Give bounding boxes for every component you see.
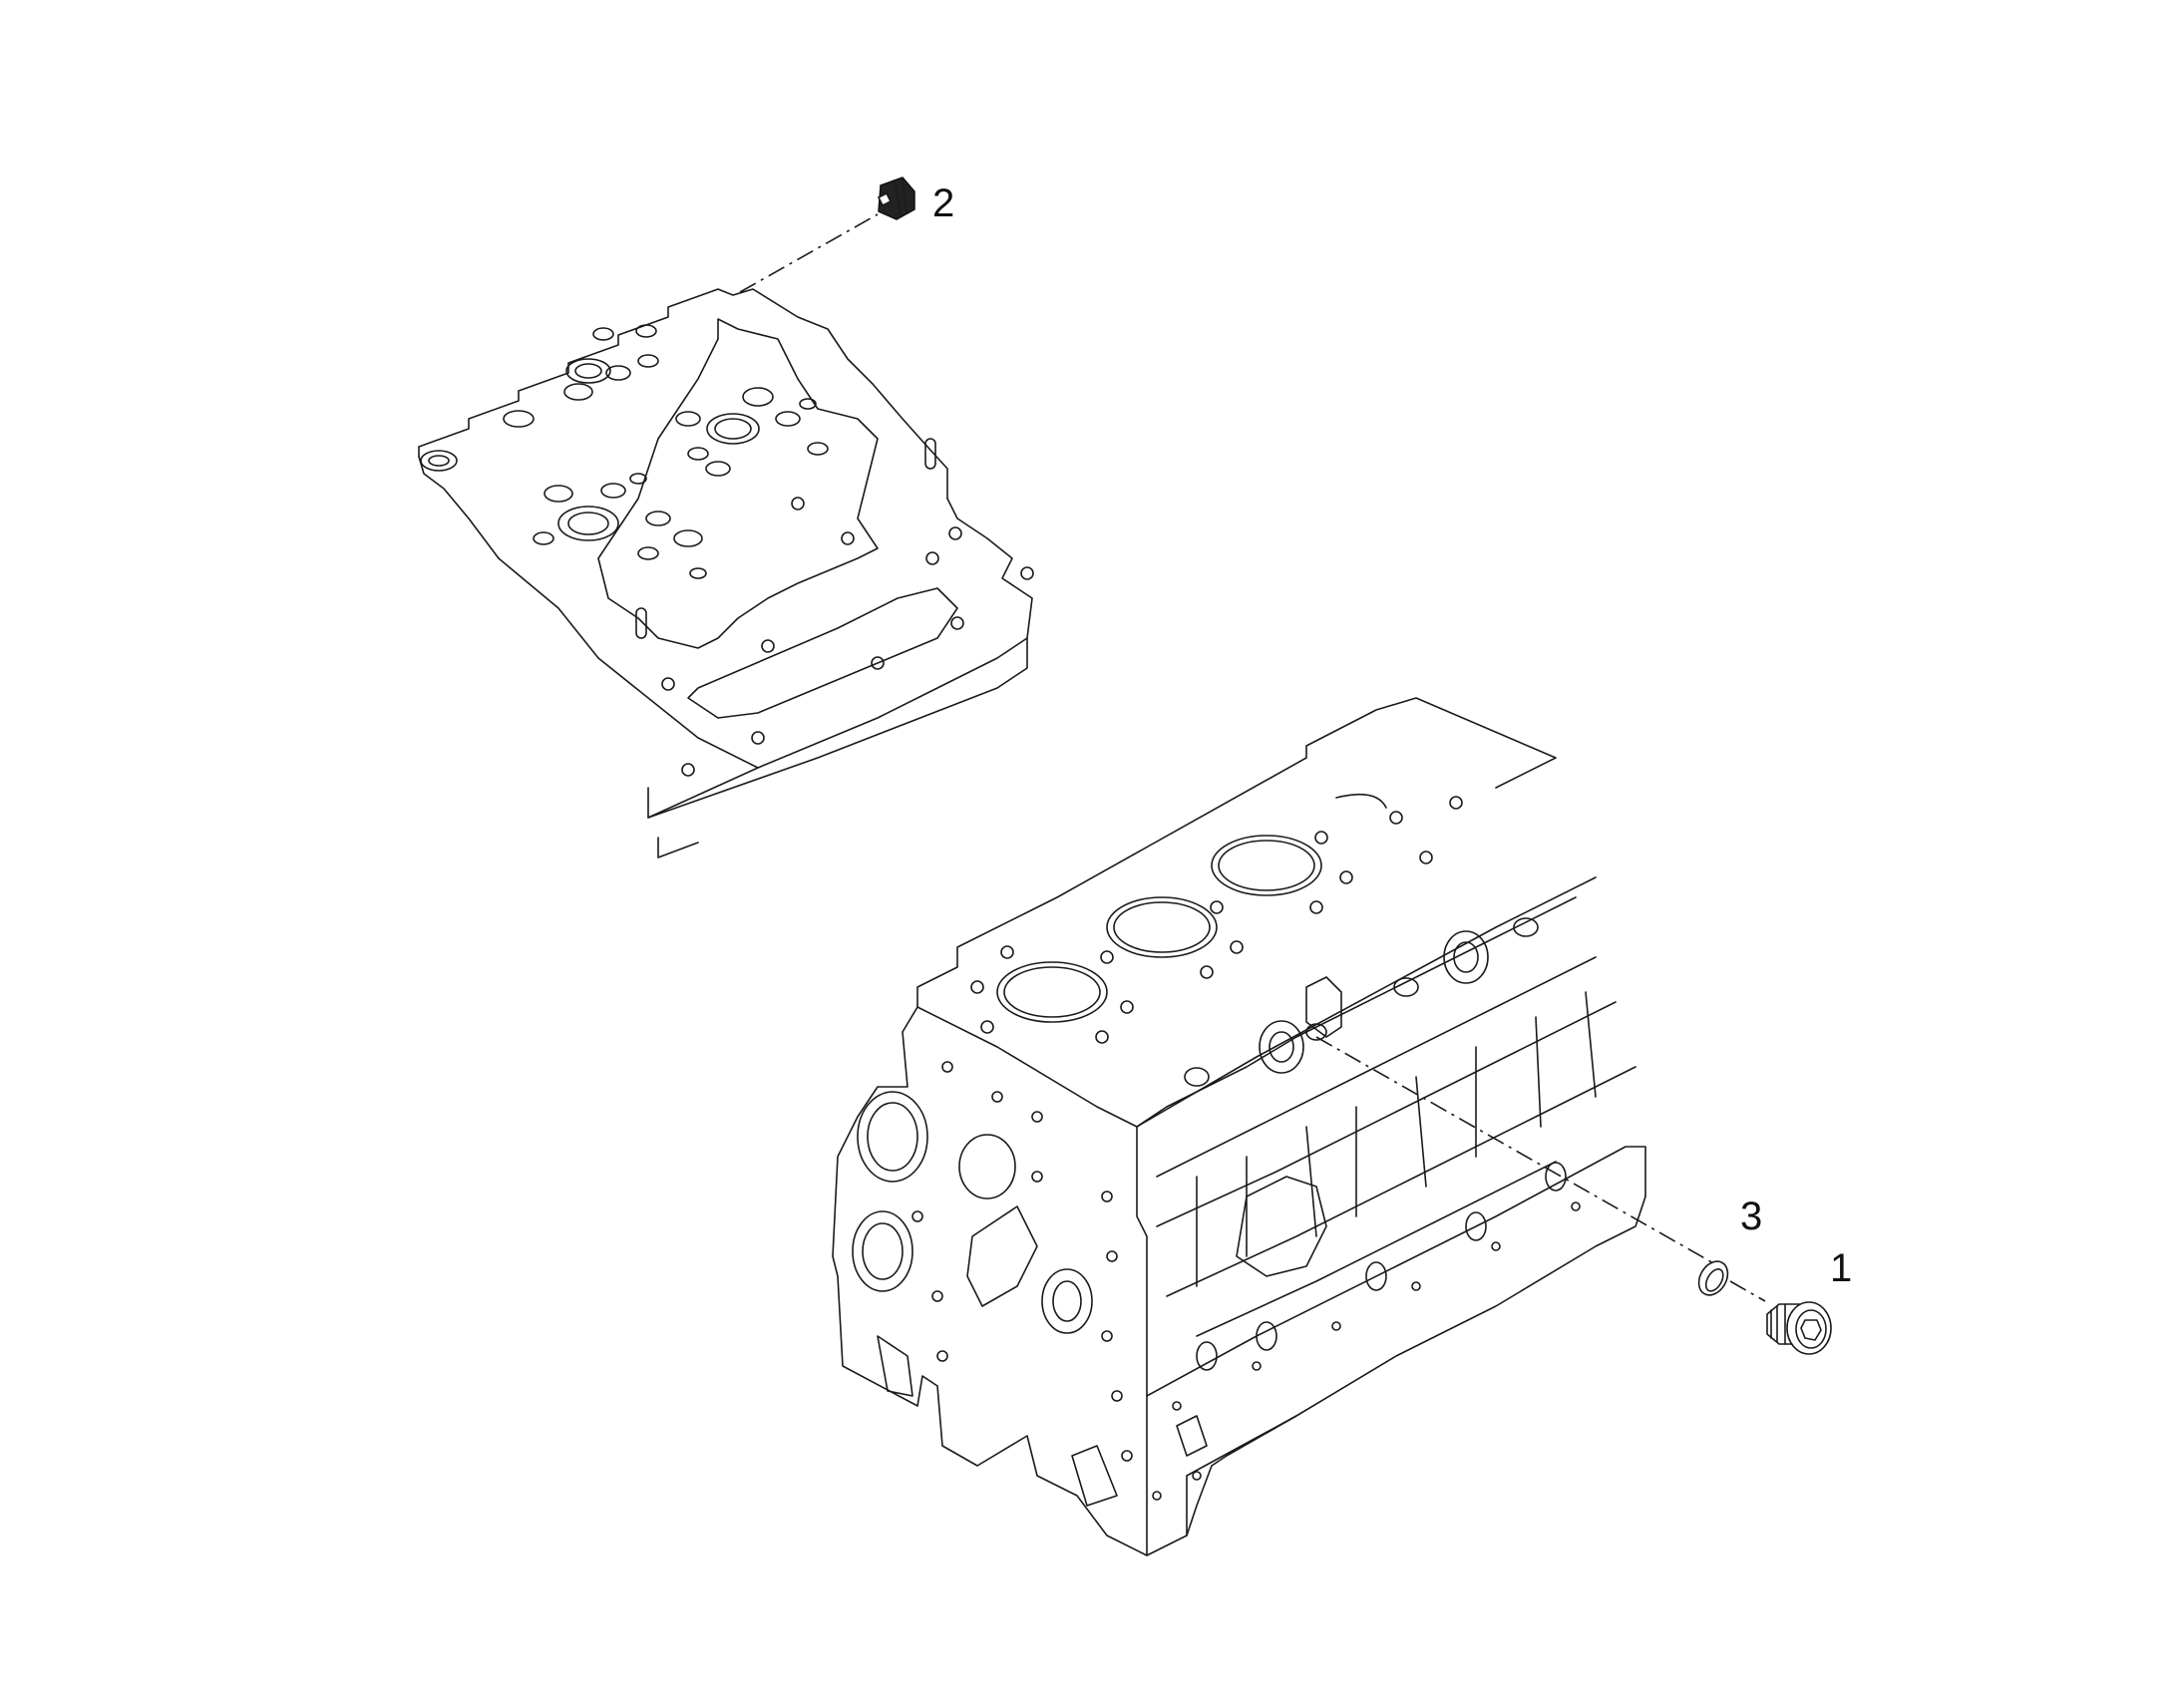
leader-line-washer-plug	[1729, 1280, 1766, 1302]
callout-part-3: 3	[1740, 1195, 1762, 1238]
callout-part-2: 2	[932, 181, 954, 225]
cylinder-block	[832, 697, 1646, 1556]
leader-line-part-2	[739, 213, 879, 293]
threaded-plug-icon	[877, 176, 915, 220]
cylinder-head	[418, 288, 1034, 858]
leader-line-part-1-3	[1315, 1036, 1716, 1265]
threaded-plug-icon	[1766, 1301, 1832, 1355]
sealing-washer-icon	[1697, 1260, 1729, 1296]
callout-part-1: 1	[1830, 1246, 1852, 1290]
